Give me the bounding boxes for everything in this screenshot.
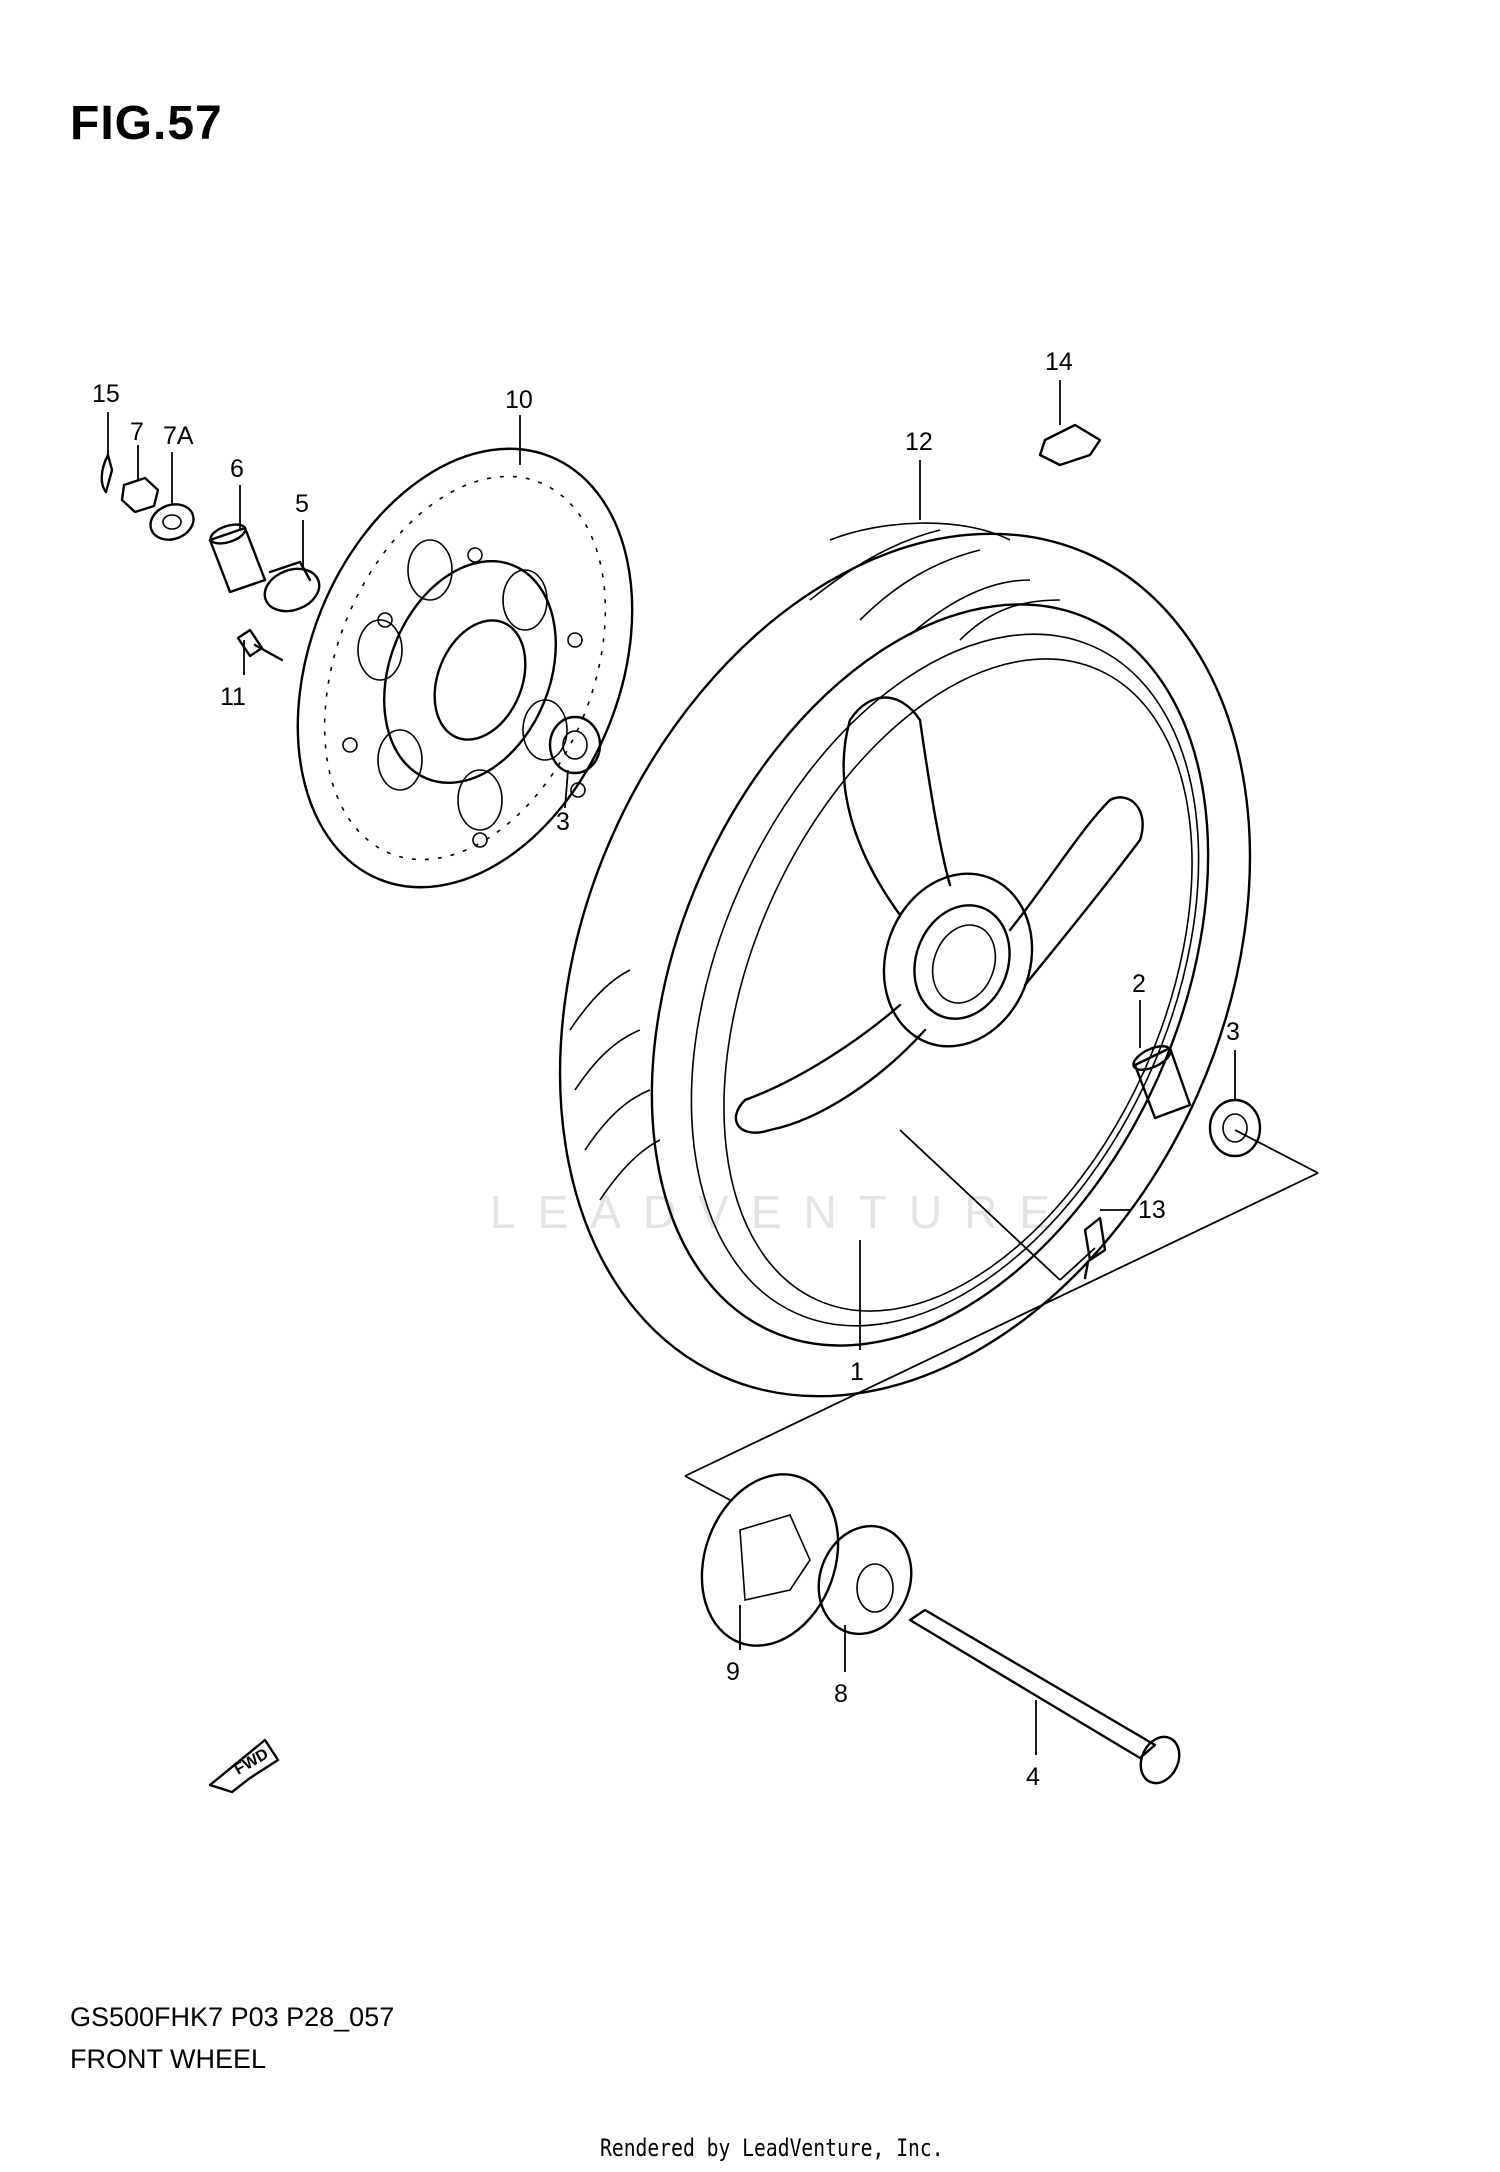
valve-stem	[1083, 1216, 1107, 1280]
callout-8: 8	[834, 1680, 848, 1708]
callout-14: 14	[1045, 348, 1073, 376]
cotter-pin	[100, 453, 114, 494]
washer	[149, 503, 195, 541]
callout-13: 13	[1138, 1196, 1166, 1224]
callout-2: 2	[1132, 970, 1146, 998]
speedometer-gearbox	[817, 1524, 913, 1636]
callout-1: 1	[850, 1358, 864, 1386]
leader-lines	[107, 380, 1319, 1755]
bearing-left	[548, 715, 602, 775]
model-code: GS500FHK7 P03 P28_057	[70, 2002, 395, 2032]
rendered-by-credit: Rendered by LeadVenture, Inc.	[600, 2134, 944, 2162]
spacer	[208, 523, 267, 594]
callout-labels: 15 7 7A 6 5 10 11 3 12 14 2 3 13 1 9 8 4	[92, 348, 1240, 1791]
page-title: FIG.57	[70, 97, 223, 150]
callout-12: 12	[905, 428, 933, 456]
callout-7a: 7A	[163, 422, 194, 450]
callout-6: 6	[230, 455, 244, 483]
callout-7: 7	[130, 418, 144, 446]
callout-9: 9	[726, 1658, 740, 1686]
callout-10: 10	[505, 386, 533, 414]
callout-15: 15	[92, 380, 120, 408]
section-name: FRONT WHEEL	[70, 2044, 267, 2074]
callout-3-left: 3	[556, 808, 570, 836]
callout-4: 4	[1026, 1763, 1040, 1791]
balance-weight	[1038, 423, 1102, 467]
brake-disc	[296, 447, 634, 889]
callout-3-right: 3	[1226, 1018, 1240, 1046]
front-axle	[908, 1608, 1181, 1785]
spacer-right	[1132, 1045, 1192, 1120]
tire-and-wheel	[558, 522, 1252, 1398]
callout-5: 5	[295, 490, 309, 518]
disc-bolt	[236, 628, 284, 662]
watermark-text: LEADVENTURE	[490, 1186, 1072, 1238]
fwd-arrow-icon: FWD	[208, 1738, 280, 1794]
collar	[263, 560, 321, 613]
bearing-right	[1208, 1098, 1262, 1158]
axle-nut	[120, 476, 160, 514]
callout-11: 11	[220, 683, 246, 711]
